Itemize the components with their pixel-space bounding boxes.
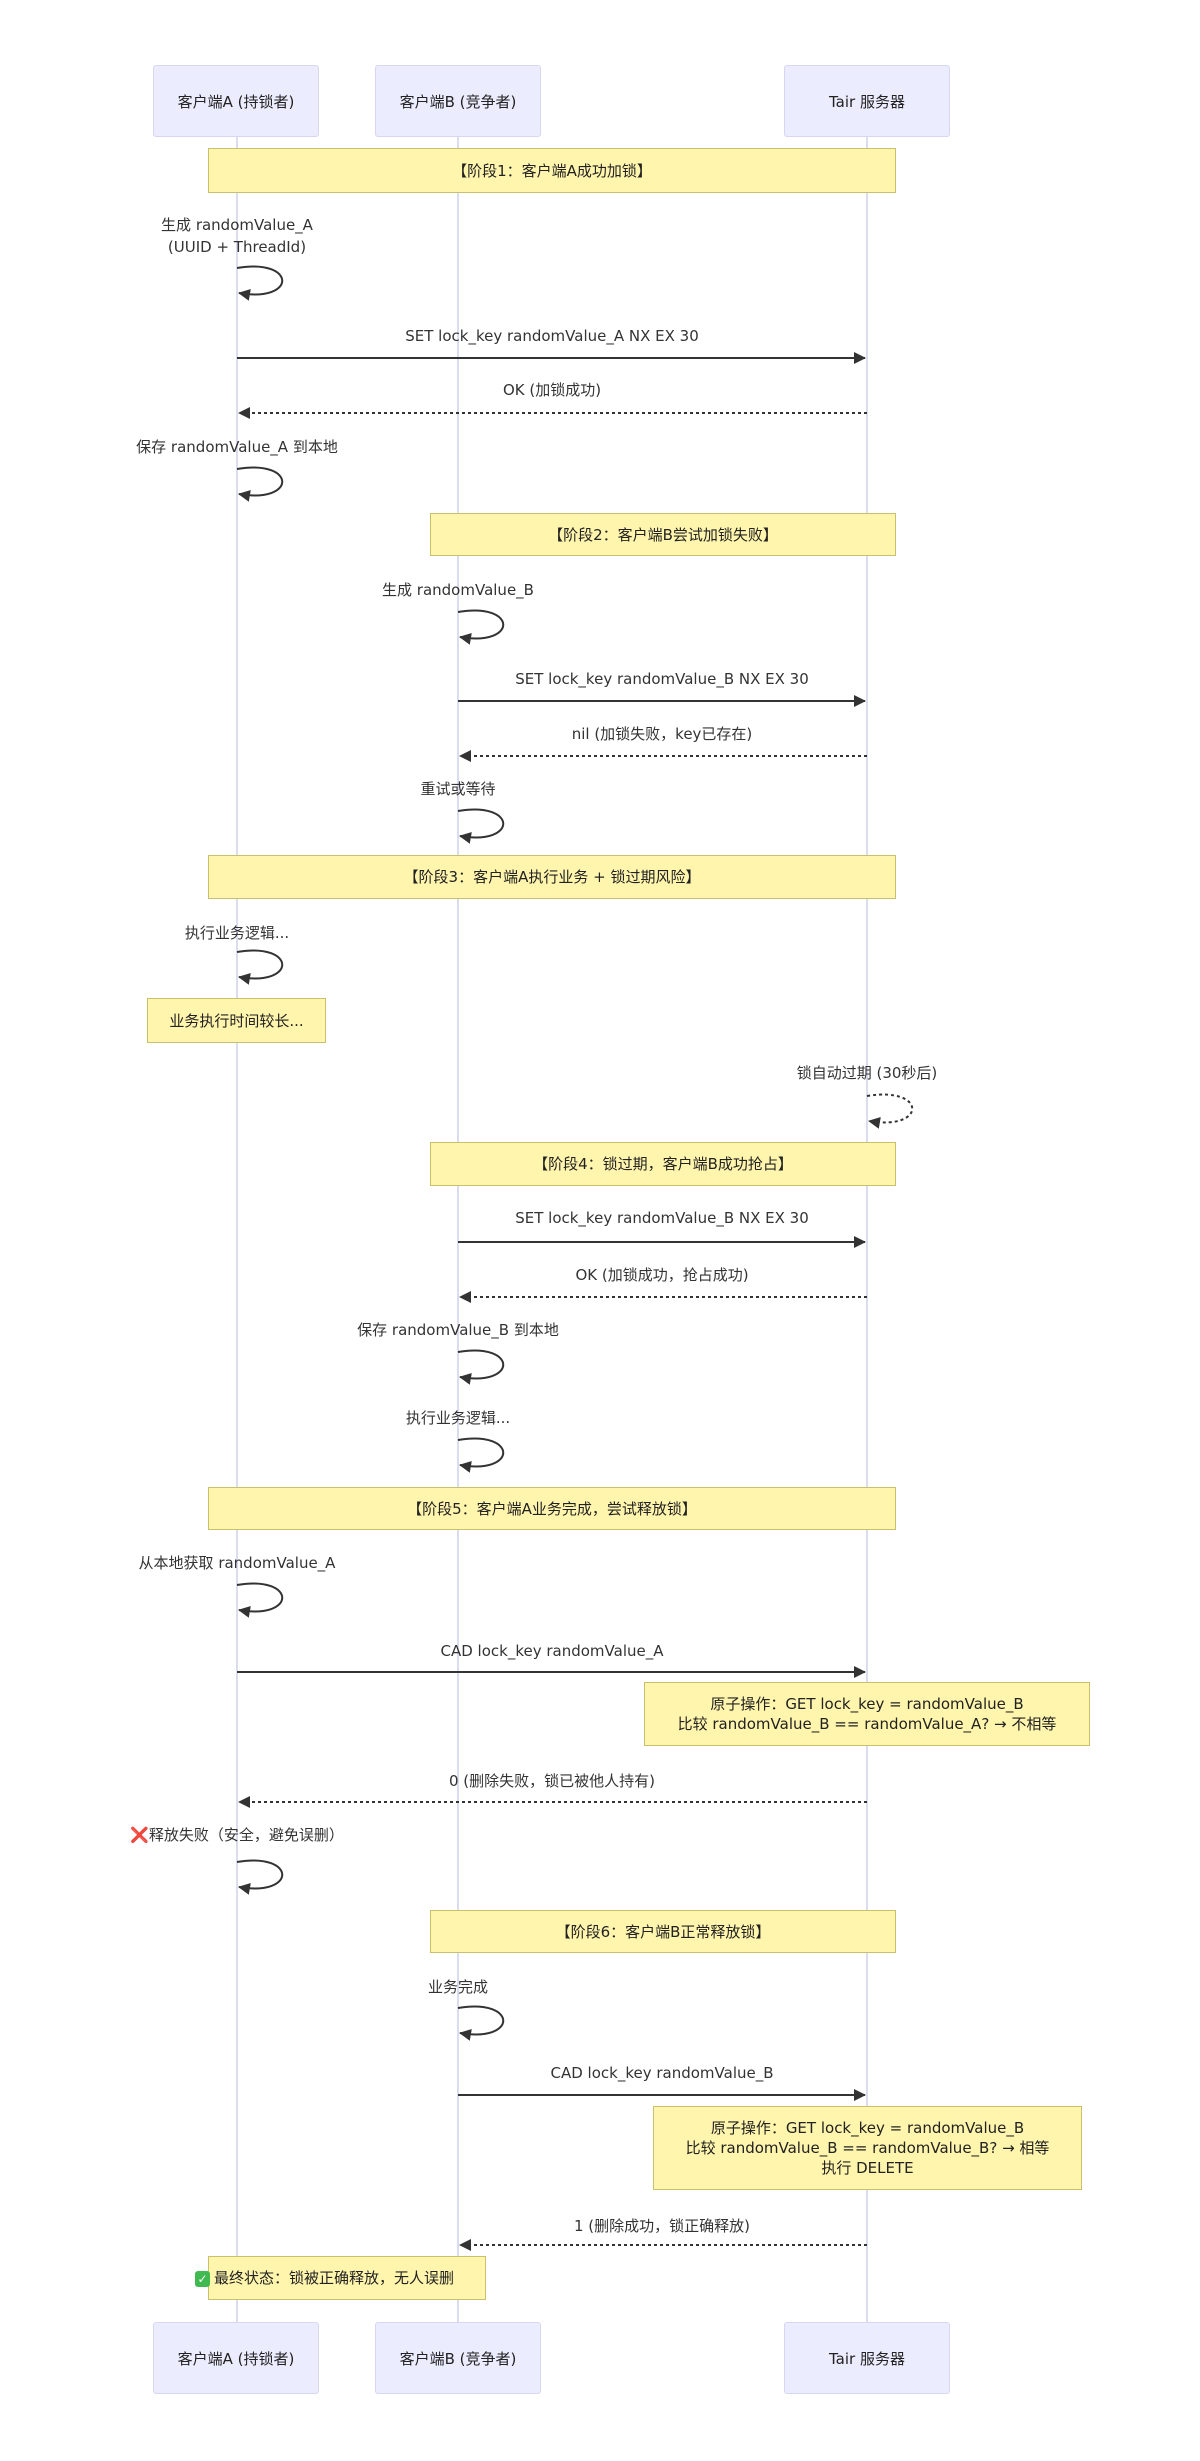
self-message-arrow	[236, 466, 284, 502]
note-label: 最终状态：锁被正确释放，无人误删	[214, 2269, 455, 2287]
note-cad-compare-a: 原子操作：GET lock_key = randomValue_B 比较 ran…	[644, 1682, 1090, 1746]
phase-note-6: 【阶段6：客户端B正常释放锁】	[430, 1910, 896, 1953]
phase-note-1: 【阶段1：客户端A成功加锁】	[208, 148, 896, 193]
participant-client-a-top: 客户端A (持锁者)	[153, 65, 319, 137]
self-message-label: 业务完成	[427, 1978, 489, 1996]
self-message-arrow	[236, 1582, 284, 1618]
self-message-arrow	[866, 1093, 914, 1129]
self-message-arrow	[457, 1437, 505, 1473]
note-final-state: ✓最终状态：锁被正确释放，无人误删	[195, 2256, 486, 2300]
note-long-execution: 业务执行时间较长...	[147, 998, 326, 1043]
self-message-arrow	[236, 1859, 284, 1895]
self-message-label: 生成 randomValue_A (UUID + ThreadId)	[161, 216, 313, 256]
message-text: 释放失败（安全，避免误删）	[148, 1826, 344, 1844]
participant-label: 客户端A (持锁者)	[177, 2349, 295, 2368]
phase-label: 【阶段4：锁过期，客户端B成功抢占】	[533, 1155, 793, 1173]
self-message-label: 保存 randomValue_A 到本地	[136, 438, 338, 456]
reply-label: 0 (删除失败，锁已被他人持有)	[448, 1772, 656, 1790]
self-message-label: 锁自动过期 (30秒后)	[796, 1064, 938, 1082]
note-label: 业务执行时间较长...	[169, 1011, 304, 1030]
note-label: 原子操作：GET lock_key = randomValue_B 比较 ran…	[685, 2119, 1050, 2177]
participant-label: 客户端B (竞争者)	[399, 92, 517, 111]
message-label: CAD lock_key randomValue_A	[440, 1642, 664, 1660]
self-message-arrow	[236, 949, 284, 985]
phase-label: 【阶段3：客户端A执行业务 + 锁过期风险】	[403, 868, 701, 886]
check-mark-icon: ✓	[195, 2271, 210, 2287]
message-label: SET lock_key randomValue_B NX EX 30	[515, 1209, 809, 1227]
self-message-arrow	[457, 808, 505, 844]
phase-note-3: 【阶段3：客户端A执行业务 + 锁过期风险】	[208, 855, 896, 899]
participant-label: Tair 服务器	[829, 92, 905, 111]
phase-note-5: 【阶段5：客户端A业务完成，尝试释放锁】	[208, 1487, 896, 1530]
phase-label: 【阶段2：客户端B尝试加锁失败】	[548, 525, 778, 544]
participant-tair-top: Tair 服务器	[784, 65, 950, 137]
participant-label: 客户端A (持锁者)	[177, 92, 295, 111]
participant-client-a-bottom: 客户端A (持锁者)	[153, 2322, 319, 2394]
reply-label: OK (加锁成功)	[502, 381, 602, 399]
cross-mark-icon: ❌	[130, 1826, 149, 1844]
note-cad-compare-b: 原子操作：GET lock_key = randomValue_B 比较 ran…	[653, 2106, 1082, 2190]
self-message-arrow	[457, 609, 505, 645]
phase-label: 【阶段1：客户端A成功加锁】	[452, 161, 652, 180]
participant-client-b-bottom: 客户端B (竞争者)	[375, 2322, 541, 2394]
reply-label: nil (加锁失败，key已存在)	[571, 725, 753, 743]
note-label: 原子操作：GET lock_key = randomValue_B 比较 ran…	[677, 1695, 1057, 1733]
reply-label: 1 (删除成功，锁正确释放)	[573, 2217, 751, 2235]
participant-client-b-top: 客户端B (竞争者)	[375, 65, 541, 137]
participant-label: 客户端B (竞争者)	[399, 2349, 517, 2368]
self-message-label: 执行业务逻辑...	[184, 924, 290, 942]
phase-label: 【阶段6：客户端B正常释放锁】	[555, 1922, 771, 1941]
message-label: CAD lock_key randomValue_B	[550, 2064, 774, 2082]
phase-label: 【阶段5：客户端A业务完成，尝试释放锁】	[407, 1499, 697, 1518]
self-message-label: ❌释放失败（安全，避免误删）	[130, 1824, 344, 1846]
self-message-label: 执行业务逻辑...	[405, 1409, 511, 1427]
self-message-arrow	[457, 1349, 505, 1385]
participant-label: Tair 服务器	[829, 2349, 905, 2368]
participant-tair-bottom: Tair 服务器	[784, 2322, 950, 2394]
self-message-label: 生成 randomValue_B	[382, 581, 534, 599]
message-label: SET lock_key randomValue_B NX EX 30	[515, 670, 809, 688]
self-message-label: 重试或等待	[420, 780, 496, 798]
self-message-label: 从本地获取 randomValue_A	[138, 1554, 336, 1572]
self-message-arrow	[236, 265, 284, 301]
phase-note-4: 【阶段4：锁过期，客户端B成功抢占】	[430, 1142, 896, 1186]
message-label: SET lock_key randomValue_A NX EX 30	[405, 327, 699, 345]
phase-note-2: 【阶段2：客户端B尝试加锁失败】	[430, 513, 896, 556]
self-message-label: 保存 randomValue_B 到本地	[357, 1321, 559, 1339]
reply-label: OK (加锁成功，抢占成功)	[575, 1266, 749, 1284]
self-message-arrow	[457, 2005, 505, 2041]
